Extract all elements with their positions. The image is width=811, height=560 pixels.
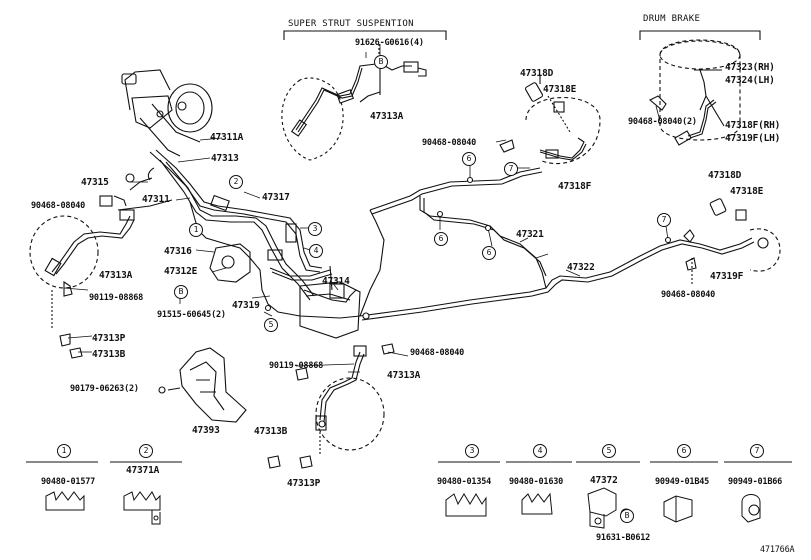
part-label-47322[interactable]: 47322 (567, 262, 595, 273)
legend-part-6[interactable]: 90949-01B45 (655, 477, 710, 487)
super-strut-detail (281, 44, 427, 161)
super-strut-bracket (283, 30, 447, 40)
legend-part-4[interactable]: 90480-01630 (509, 477, 564, 487)
header-drum-brake: DRUM BRAKE (643, 14, 701, 24)
legend-callout-7: 7 (750, 444, 764, 458)
callout-7-right: 7 (657, 213, 671, 227)
legend-callout-2: 2 (139, 444, 153, 458)
part-label-47317[interactable]: 47317 (262, 192, 290, 203)
callout-1: 1 (189, 223, 203, 237)
part-label-47313b-bottom[interactable]: 47313B (254, 426, 288, 437)
part-label-90468-right[interactable]: 90468-08040 (661, 290, 716, 300)
front-right-caliper-detail (499, 75, 601, 165)
legend-callout-3: 3 (465, 444, 479, 458)
part-label-47319f[interactable]: 47319F (710, 271, 744, 282)
part-label-47313a-top[interactable]: 47313A (370, 111, 404, 122)
rear-brake-line (359, 239, 701, 317)
part-label-47318e-top[interactable]: 47318E (543, 84, 577, 95)
part-label-90468-mid[interactable]: 90468-08040 (422, 138, 477, 148)
diagram-reference-code: 471766A (760, 545, 795, 555)
part-label-47324[interactable]: 47324(LH) (725, 75, 775, 86)
master-cylinder-detail (121, 69, 213, 157)
legend-part-5[interactable]: 47372 (590, 475, 618, 486)
legend-callout-1: 1 (57, 444, 71, 458)
heat-shield-47393 (158, 347, 247, 423)
legend-callout-6: 6 (677, 444, 691, 458)
part-label-47313a-left[interactable]: 47313A (99, 270, 133, 281)
legend-subpart-5[interactable]: 91631-B0612 (596, 533, 651, 543)
callout-7: 7 (504, 162, 518, 176)
rear-left-caliper-detail (267, 343, 395, 469)
part-label-47313p-bottom[interactable]: 47313P (287, 478, 321, 489)
legend-part-1[interactable]: 90480-01577 (41, 477, 96, 487)
part-label-47313a-center[interactable]: 47313A (387, 370, 421, 381)
callout-2: 2 (229, 175, 243, 189)
callout-b-top: B (374, 55, 388, 69)
part-label-47315[interactable]: 47315 (81, 177, 109, 188)
part-label-47318d-top[interactable]: 47318D (520, 68, 554, 79)
callout-4: 4 (309, 244, 323, 258)
part-label-47316[interactable]: 47316 (164, 246, 192, 257)
part-label-47393[interactable]: 47393 (192, 425, 220, 436)
legend-part-7[interactable]: 90949-01B66 (728, 477, 783, 487)
drum-brake-bracket (639, 30, 761, 40)
part-label-90119-center[interactable]: 90119-08868 (269, 361, 324, 371)
part-label-90179[interactable]: 90179-06263(2) (70, 384, 139, 394)
legend-callout-5: 5 (602, 444, 616, 458)
part-label-47313p-left[interactable]: 47313P (92, 333, 126, 344)
part-label-47313b-left[interactable]: 47313B (92, 349, 126, 360)
part-label-47318f[interactable]: 47318F (558, 181, 592, 192)
proportioning-valve-outline (209, 243, 251, 283)
legend-part-2[interactable]: 47371A (126, 465, 160, 476)
part-label-90468-left[interactable]: 90468-08040 (31, 201, 86, 211)
callout-6-lower: 6 (434, 232, 448, 246)
header-super-strut: SUPER STRUT SUSPENTION (288, 19, 414, 29)
part-label-90468-center[interactable]: 90468-08040 (410, 348, 465, 358)
part-label-47311[interactable]: 47311 (142, 194, 170, 205)
drum-brake-detail (649, 39, 741, 146)
rear-right-caliper-detail (683, 198, 781, 286)
part-label-47323[interactable]: 47323(RH) (725, 62, 775, 73)
callout-b-legend: B (620, 509, 634, 523)
callout-5: 5 (264, 318, 278, 332)
callout-6: 6 (462, 152, 476, 166)
part-label-47318f-rh[interactable]: 47318F(RH) (725, 120, 781, 131)
callout-6-lower-2: 6 (482, 246, 496, 260)
legend-clip-shapes (45, 487, 761, 529)
part-label-91626[interactable]: 91626-G0616(4) (355, 38, 424, 48)
front-left-caliper-detail (29, 173, 135, 359)
legend-callout-4: 4 (533, 444, 547, 458)
part-label-90468-drum[interactable]: 90468-08040(2) (628, 117, 697, 127)
part-label-91515[interactable]: 91515-60645(2) (157, 310, 226, 320)
part-label-47313[interactable]: 47313 (211, 153, 239, 164)
line-clips (264, 176, 672, 320)
part-label-47319[interactable]: 47319 (232, 300, 260, 311)
callout-3: 3 (308, 222, 322, 236)
part-label-47311a[interactable]: 47311A (210, 132, 244, 143)
part-label-47319f-lh[interactable]: 47319F(LH) (725, 133, 781, 144)
part-label-47321[interactable]: 47321 (516, 229, 544, 240)
callout-b-left: B (174, 285, 188, 299)
part-label-90119-left[interactable]: 90119-08868 (89, 293, 144, 303)
legend-part-3[interactable]: 90480-01354 (437, 477, 492, 487)
part-label-47312e[interactable]: 47312E (164, 266, 198, 277)
part-label-47318d-right[interactable]: 47318D (708, 170, 742, 181)
upper-brake-line (369, 167, 541, 211)
part-label-47318e-right[interactable]: 47318E (730, 186, 764, 197)
part-label-47314[interactable]: 47314 (322, 276, 350, 287)
leader-lines (63, 44, 669, 373)
